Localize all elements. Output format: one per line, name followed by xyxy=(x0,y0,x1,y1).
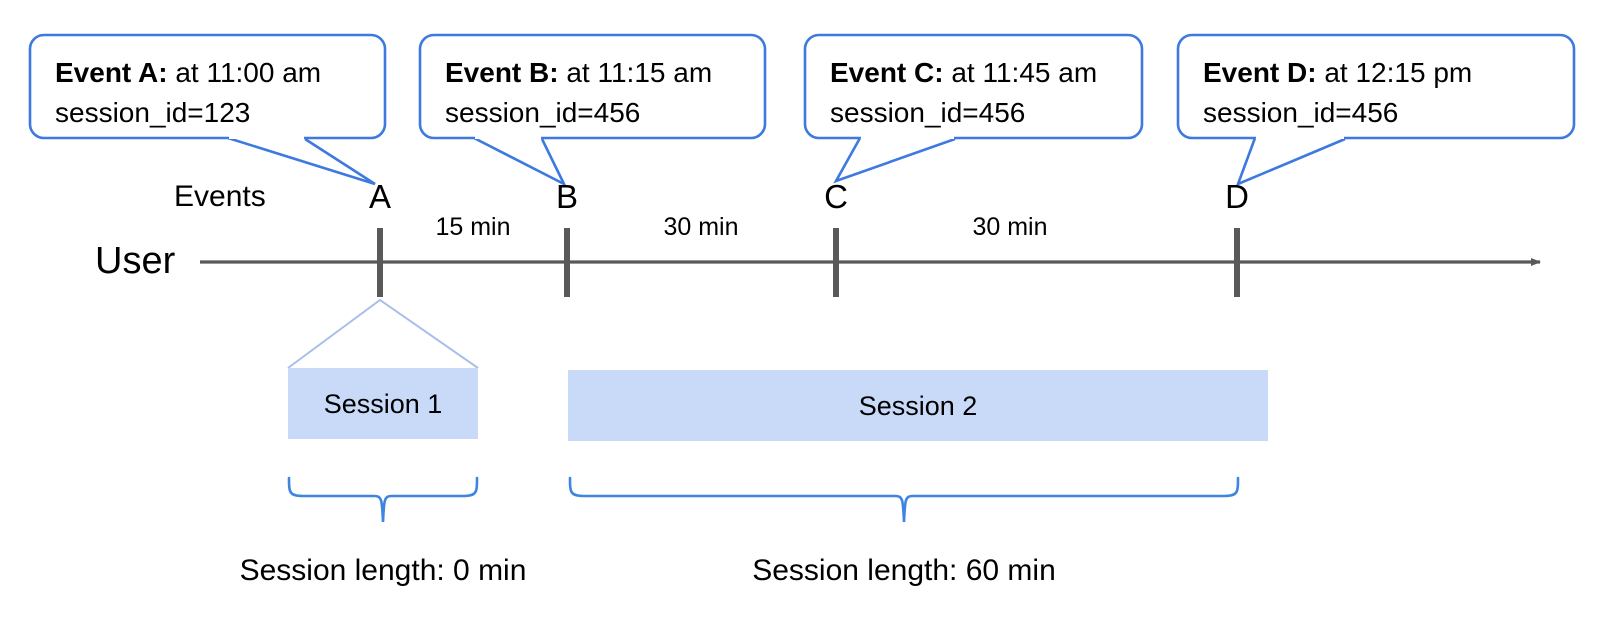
callout-box-event-a xyxy=(28,33,387,140)
session-1-bar[interactable] xyxy=(288,368,478,439)
callout-tail-event-b xyxy=(473,136,567,187)
row-label-events: Events xyxy=(174,180,266,213)
gap-label-bc: 30 min xyxy=(663,213,739,241)
callout-bubble-event-a[interactable] xyxy=(28,33,387,186)
callout-tail-event-d xyxy=(1235,137,1346,187)
callout-bubble-event-b[interactable] xyxy=(418,33,767,187)
session-1-label: Session 1 xyxy=(323,389,443,419)
session-2-bar[interactable] xyxy=(568,370,1268,441)
callout-box-event-c xyxy=(803,33,1144,140)
callout-box-event-d xyxy=(1176,33,1576,140)
callout-box-event-b xyxy=(418,33,767,140)
session-1-funnel xyxy=(287,298,479,369)
session-1-brace xyxy=(287,476,479,523)
session-2-label: Session 2 xyxy=(858,391,978,421)
tick-label-b: B xyxy=(555,178,578,215)
callout-tail-event-c xyxy=(833,137,956,184)
session-2-length-label: Session length: 60 min xyxy=(752,554,1056,587)
tick-label-d: D xyxy=(1225,178,1249,215)
callout-bubble-event-d[interactable] xyxy=(1176,33,1576,187)
session-1-length-label: Session length: 0 min xyxy=(239,554,527,587)
gap-label-cd: 30 min xyxy=(972,213,1048,241)
session-2-brace xyxy=(568,476,1240,523)
callout-bubble-event-c[interactable] xyxy=(803,33,1144,184)
row-label-user: User xyxy=(95,240,176,282)
callout-tail-event-a xyxy=(227,136,376,186)
tick-label-c: C xyxy=(824,178,848,215)
tick-label-a: A xyxy=(368,178,391,215)
gap-label-ab: 15 min xyxy=(435,213,511,241)
